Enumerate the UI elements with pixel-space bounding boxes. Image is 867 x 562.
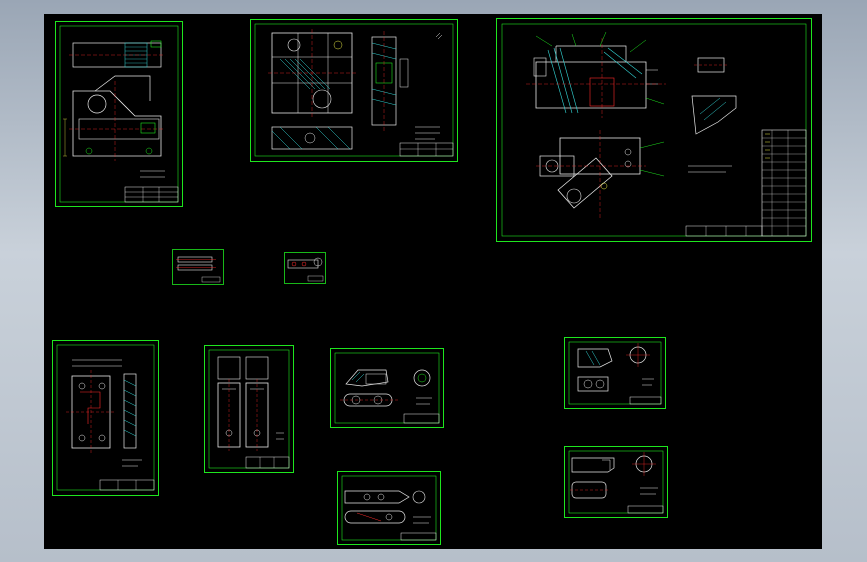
drawing-sheet-thumb-1[interactable] <box>172 249 224 285</box>
drawing-canvas[interactable] <box>44 14 822 549</box>
drawing-sheet-part-a[interactable] <box>55 21 183 207</box>
drawing-sheet-part-f[interactable] <box>564 337 666 409</box>
drawing-sheet-part-g[interactable] <box>564 446 668 518</box>
drawing-sheet-thumb-2[interactable] <box>284 252 326 284</box>
drawing-sheet-assembly-small[interactable] <box>250 19 458 162</box>
drawing-sheet-part-c[interactable] <box>204 345 294 473</box>
drawing-sheet-part-d[interactable] <box>330 348 444 428</box>
drawing-sheet-part-b[interactable] <box>52 340 159 496</box>
drawing-sheet-part-e[interactable] <box>337 471 441 545</box>
drawing-sheet-assembly-main[interactable] <box>496 18 812 242</box>
